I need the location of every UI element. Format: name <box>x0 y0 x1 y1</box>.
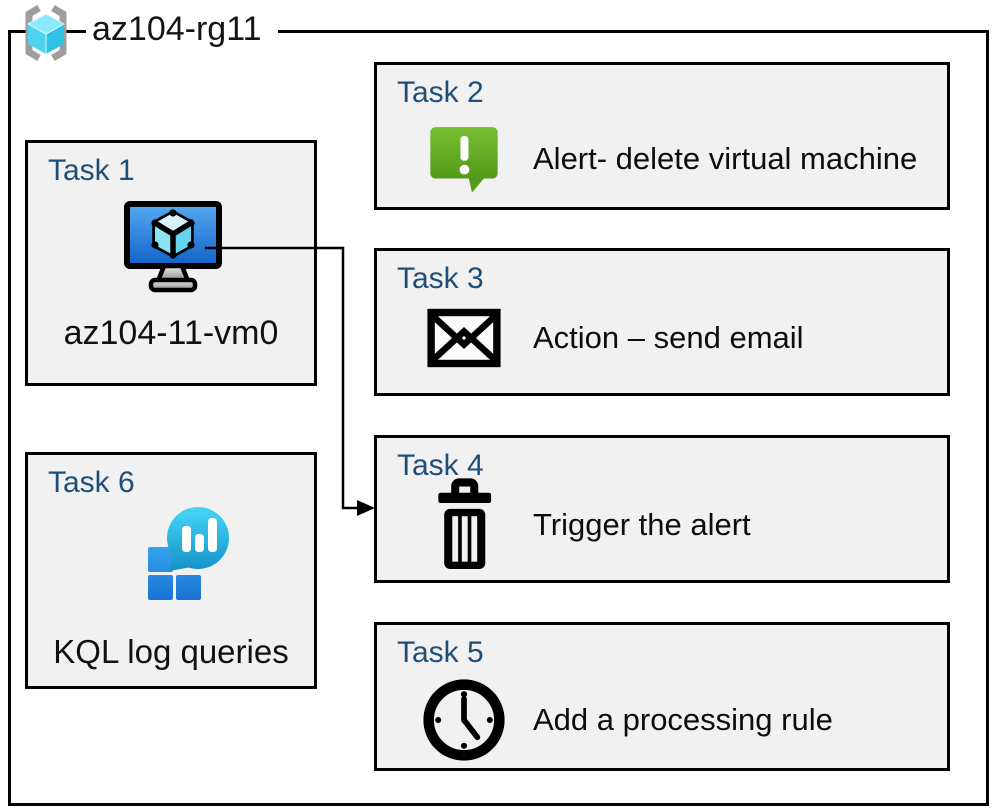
task4-row: Trigger the alert <box>421 476 751 574</box>
task1-label: Task 1 <box>48 154 135 187</box>
task2-label: Task 2 <box>397 76 484 109</box>
task3-caption: Action – send email <box>533 320 804 355</box>
trash-icon <box>438 478 492 569</box>
task4-box: Task 4 Trigger the alert <box>374 435 950 583</box>
task3-box: Task 3 Action – send email <box>374 248 950 396</box>
vm-cube-glyph <box>151 209 195 259</box>
virtual-machine-icon <box>124 201 222 293</box>
clock-icon <box>423 679 505 761</box>
task6-label: Task 6 <box>48 466 135 499</box>
task3-label: Task 3 <box>397 262 484 295</box>
task1-to-task4-arrow <box>205 246 375 516</box>
task5-label: Task 5 <box>397 636 484 669</box>
alert-icon <box>430 127 498 193</box>
task2-row: Alert- delete virtual machine <box>421 117 917 201</box>
resource-group-icon <box>25 4 67 62</box>
task3-row: Action – send email <box>421 303 804 373</box>
resource-group-title: az104-rg11 <box>86 8 278 57</box>
task5-box: Task 5 Add a processing rule <box>374 622 950 771</box>
task1-caption: az104-11-vm0 <box>63 314 279 352</box>
task2-caption: Alert- delete virtual machine <box>533 141 918 176</box>
task6-box: Task 6 KQL log queries <box>25 452 317 689</box>
task6-caption: KQL log queries <box>53 633 289 670</box>
task4-caption: Trigger the alert <box>533 507 751 542</box>
task4-label: Task 4 <box>397 449 484 482</box>
task5-caption: Add a processing rule <box>533 702 833 737</box>
task5-row: Add a processing rule <box>421 673 833 767</box>
log-analytics-icon <box>148 507 229 600</box>
email-icon <box>427 308 501 368</box>
task2-box: Task 2 Alert- delete virtual machine <box>374 62 950 210</box>
task1-box: Task 1 <box>25 140 317 386</box>
